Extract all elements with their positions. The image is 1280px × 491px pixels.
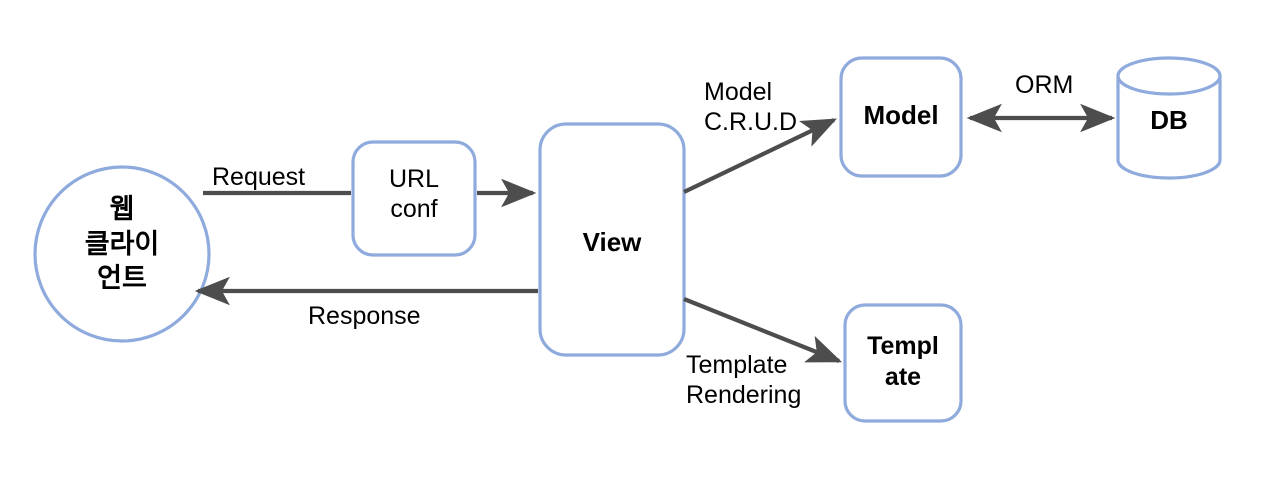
node-db[interactable]	[1116, 56, 1222, 180]
node-view[interactable]	[538, 122, 686, 357]
edge-template-rendering	[683, 297, 843, 363]
node-model[interactable]	[839, 56, 963, 178]
node-web-client[interactable]	[33, 165, 211, 343]
edge-model-crud	[683, 118, 838, 194]
node-template[interactable]	[843, 303, 963, 423]
node-url-conf[interactable]	[351, 140, 477, 257]
